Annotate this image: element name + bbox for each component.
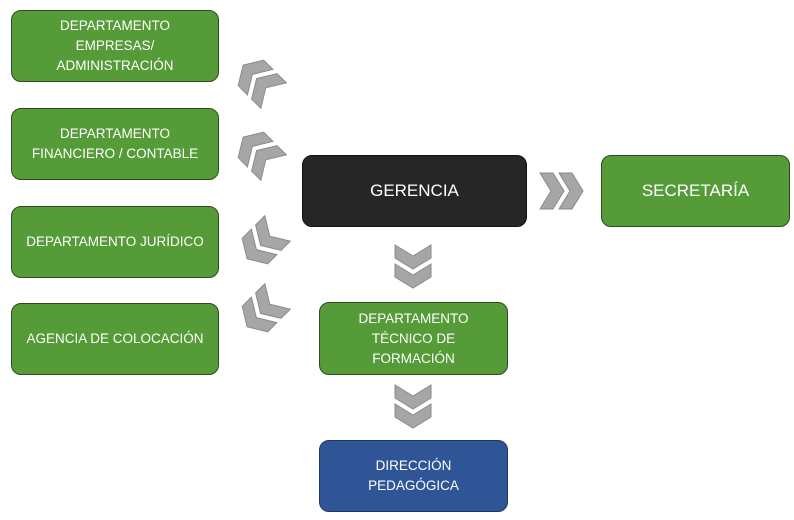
node-secretaria: SECRETARÍA — [601, 155, 790, 227]
double-chevron-up-left-icon — [227, 49, 289, 111]
node-departamento-tecnico: DEPARTAMENTO TÉCNICO DE FORMACIÓN — [319, 302, 508, 375]
double-chevron-down-icon — [393, 243, 433, 291]
double-chevron-up-left-icon — [227, 121, 289, 183]
node-departamento-juridico: DEPARTAMENTO JURÍDICO — [11, 206, 219, 278]
node-direccion-pedagogica: DIRECCIÓN PEDAGÓGICA — [319, 440, 508, 512]
double-chevron-down-left-icon — [231, 213, 293, 275]
double-chevron-down-left-icon — [231, 281, 293, 343]
double-chevron-down-icon — [393, 383, 433, 431]
node-departamento-empresas: DEPARTAMENTO EMPRESAS/ ADMINISTRACIÓN — [11, 10, 219, 82]
node-gerencia: GERENCIA — [302, 155, 527, 227]
node-departamento-financiero: DEPARTAMENTO FINANCIERO / CONTABLE — [11, 108, 219, 180]
node-agencia-colocacion: AGENCIA DE COLOCACIÓN — [11, 303, 219, 375]
double-chevron-right-icon — [538, 171, 586, 211]
